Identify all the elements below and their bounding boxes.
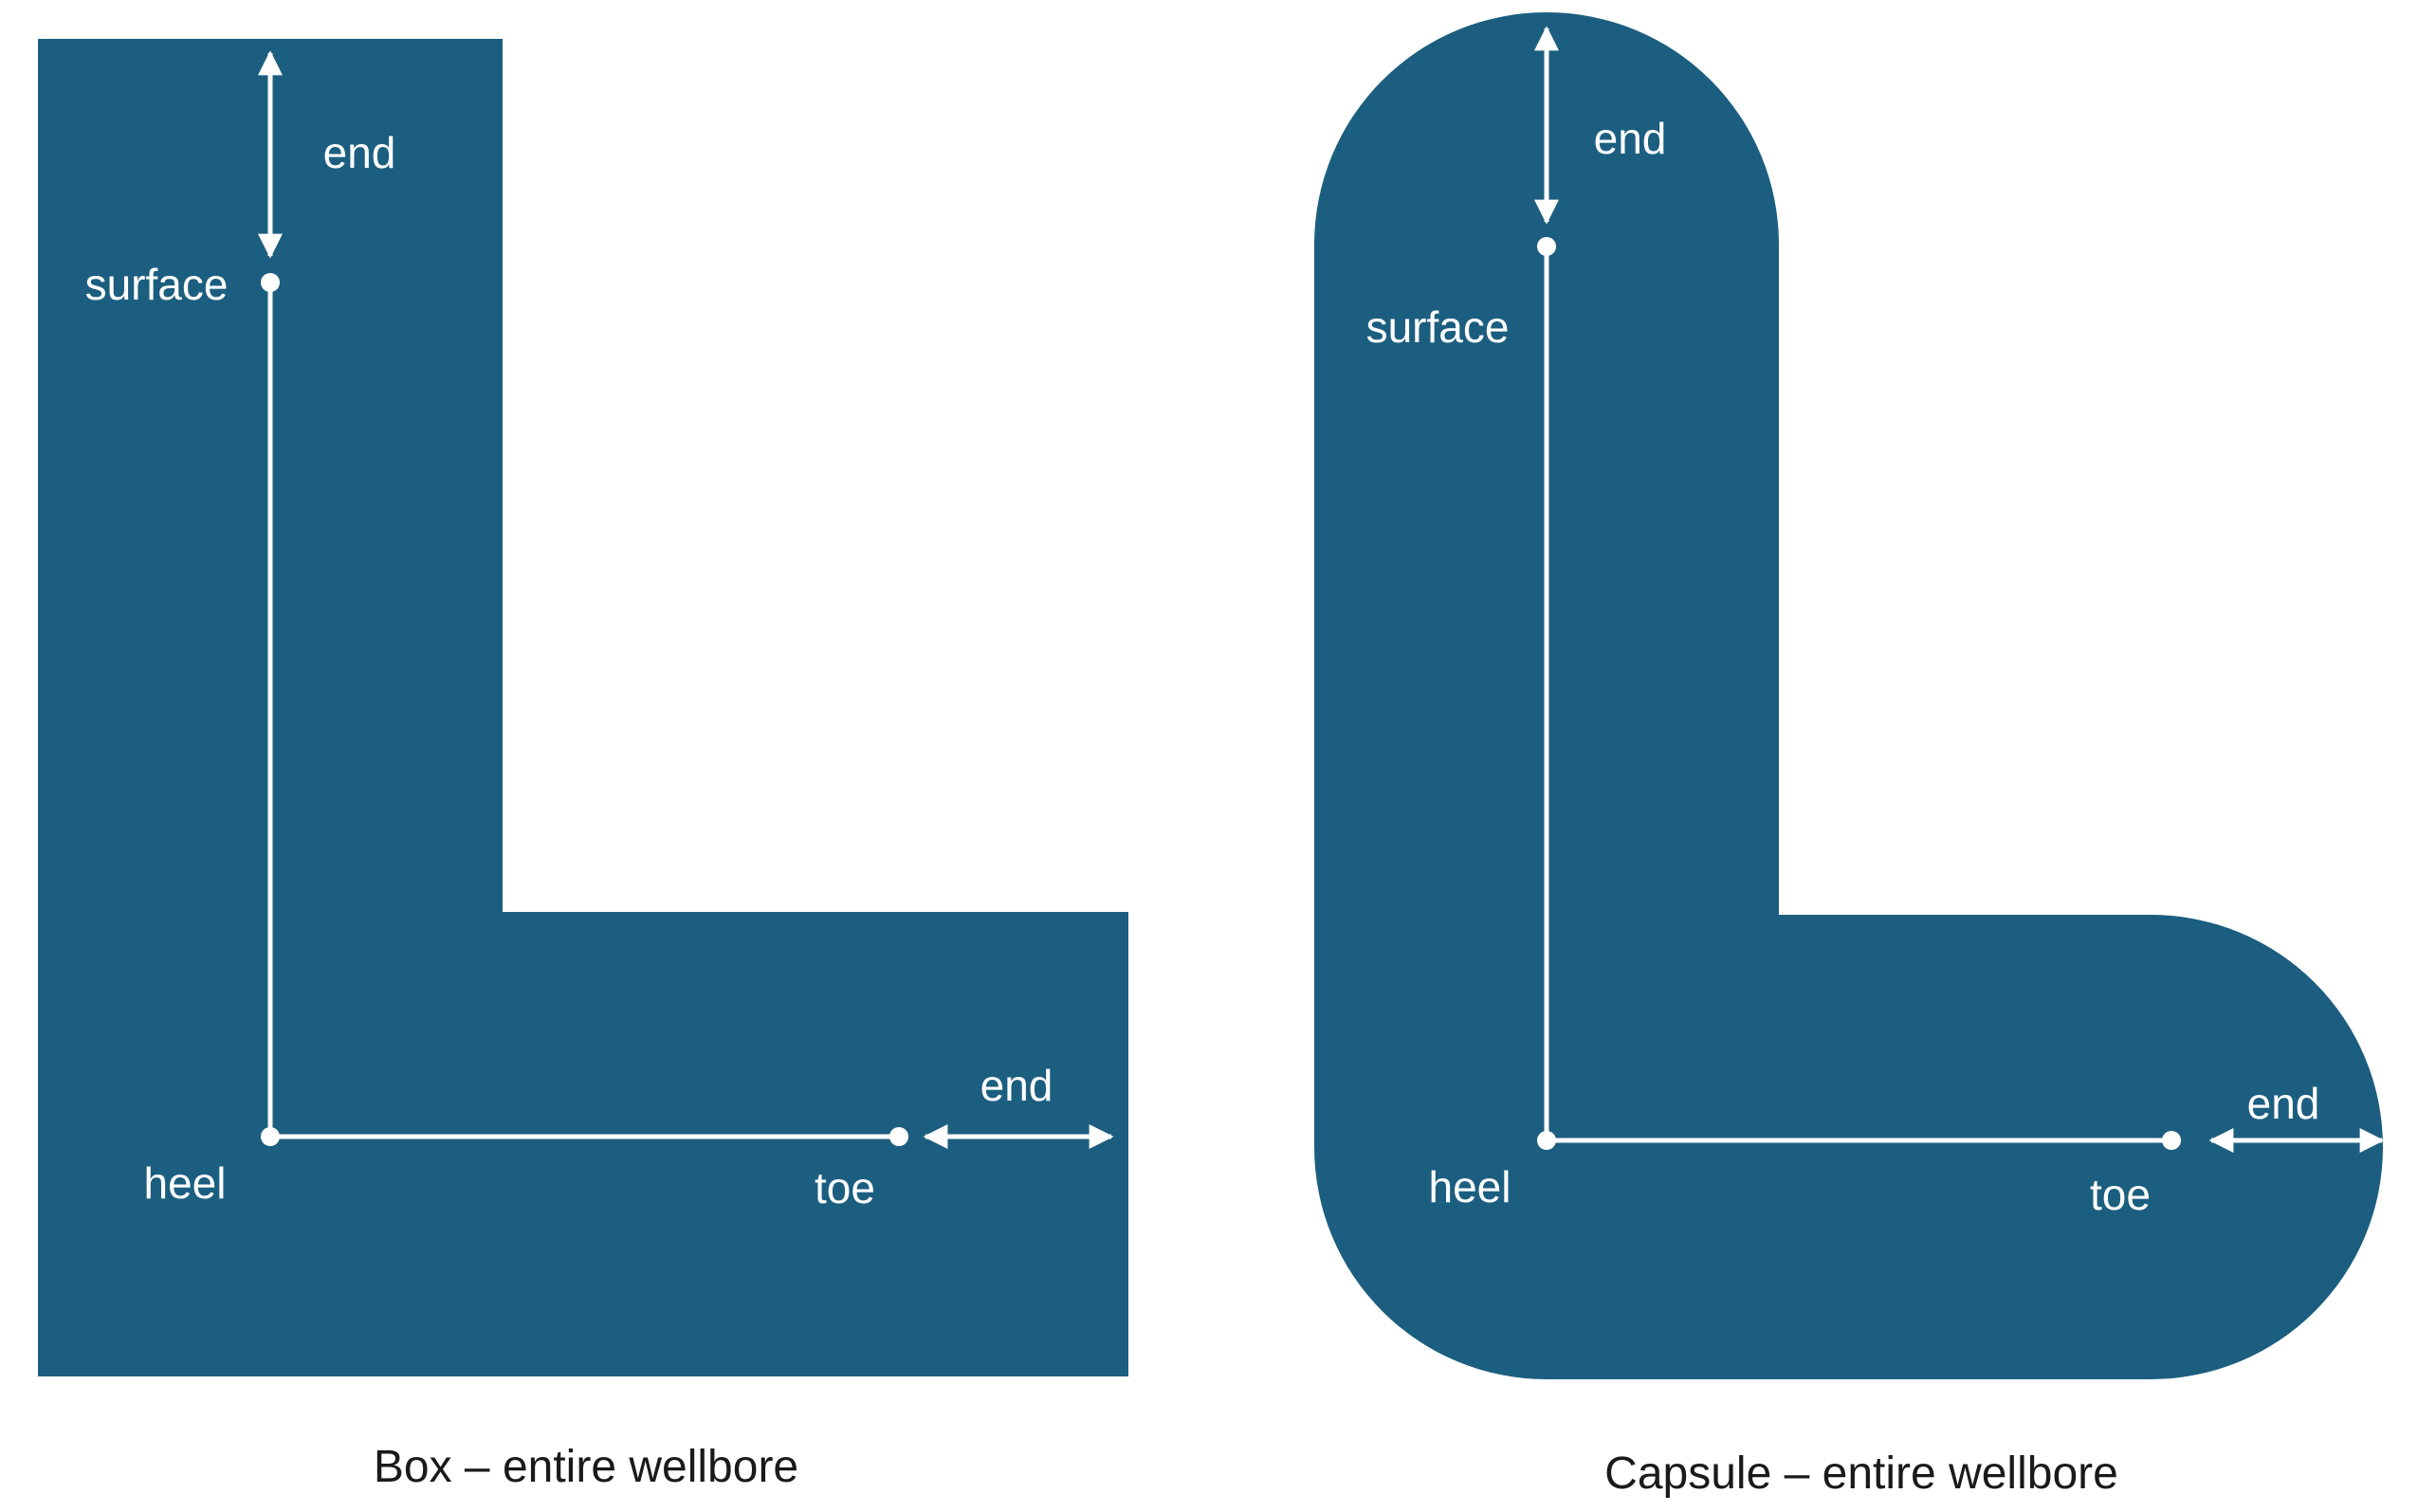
box-heel-label: heel — [143, 1158, 227, 1208]
box-toe-dot — [889, 1127, 908, 1146]
capsule-heel-label: heel — [1428, 1162, 1511, 1211]
capsule-toe-dot — [2162, 1131, 2181, 1150]
capsule-caption: Capsule – entire wellbore — [1604, 1448, 2118, 1499]
box-heel-dot — [261, 1127, 280, 1146]
box-caption: Box – entire wellbore — [373, 1442, 799, 1492]
capsule-end-right-label: end — [2246, 1079, 2320, 1128]
capsule-surface-label: surface — [1365, 302, 1510, 352]
box-end-top-label: end — [322, 128, 396, 177]
capsule-shape — [1314, 12, 2383, 1379]
capsule-end-top-label: end — [1593, 114, 1667, 163]
capsule-toe-label: toe — [2090, 1170, 2151, 1219]
box-surface-label: surface — [84, 260, 229, 309]
box-end-right-label: end — [980, 1061, 1053, 1110]
box-toe-label: toe — [815, 1163, 875, 1212]
box-surface-dot — [261, 273, 280, 292]
capsule-heel-dot — [1537, 1131, 1556, 1150]
box-shape — [38, 39, 1128, 1376]
capsule-surface-dot — [1537, 237, 1556, 256]
